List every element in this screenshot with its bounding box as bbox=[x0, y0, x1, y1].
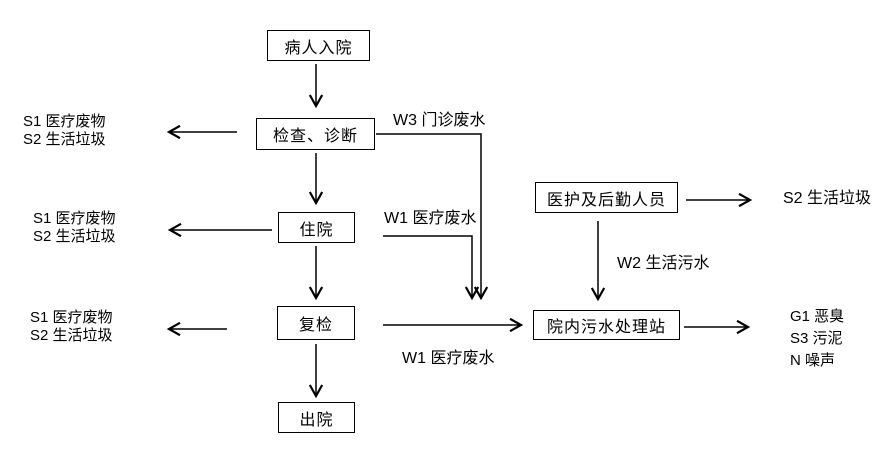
label-exam-waste: S1 医疗废物 S2 生活垃圾 bbox=[23, 113, 106, 149]
node-admission: 病人入院 bbox=[267, 30, 370, 61]
label-w1-medical-wastewater-lower: W1 医疗废水 bbox=[402, 350, 495, 367]
node-staff-label: 医护及后勤人员 bbox=[546, 191, 666, 209]
label-line: S1 医疗废物 bbox=[23, 113, 106, 130]
label-line: S2 生活垃圾 bbox=[33, 228, 116, 245]
label-w3-outpatient-wastewater: W3 门诊废水 bbox=[393, 112, 486, 129]
node-discharge: 出院 bbox=[278, 402, 355, 433]
label-line: G1 恶臭 bbox=[790, 308, 845, 325]
arrow-w1-hospitalization-wastewater bbox=[383, 235, 480, 301]
label-staff-waste: S2 生活垃圾 bbox=[783, 190, 872, 207]
label-line: S2 生活垃圾 bbox=[23, 131, 106, 148]
label-line: N 噪声 bbox=[790, 352, 836, 369]
node-recheck: 复检 bbox=[277, 306, 355, 340]
label-line: S1 医疗废物 bbox=[30, 309, 113, 326]
label-line: S2 生活垃圾 bbox=[30, 327, 113, 344]
node-admission-label: 病人入院 bbox=[284, 39, 353, 57]
node-exam: 检查、诊断 bbox=[256, 118, 375, 150]
label-line: S1 医疗废物 bbox=[33, 210, 116, 227]
arrow-w3-outpatient-wastewater bbox=[376, 133, 489, 301]
node-hospitalization-label: 住院 bbox=[299, 221, 334, 239]
label-hospitalization-waste: S1 医疗废物 S2 生活垃圾 bbox=[33, 210, 116, 246]
label-recheck-waste: S1 医疗废物 S2 生活垃圾 bbox=[30, 309, 113, 345]
label-w2-domestic-sewage: W2 生活污水 bbox=[617, 255, 710, 272]
node-discharge-label: 出院 bbox=[299, 411, 334, 429]
node-exam-label: 检查、诊断 bbox=[272, 128, 358, 145]
label-station-outputs: G1 恶臭 S3 污泥 N 噪声 bbox=[790, 306, 844, 372]
label-line: S3 污泥 bbox=[790, 330, 843, 347]
node-sewage-station-label: 院内污水处理站 bbox=[546, 319, 666, 336]
node-staff: 医护及后勤人员 bbox=[535, 182, 678, 213]
node-hospitalization: 住院 bbox=[278, 212, 355, 243]
label-w1-medical-wastewater-upper: W1 医疗废水 bbox=[384, 210, 477, 227]
node-recheck-label: 复检 bbox=[298, 317, 333, 334]
node-sewage-station: 院内污水处理站 bbox=[533, 310, 680, 340]
